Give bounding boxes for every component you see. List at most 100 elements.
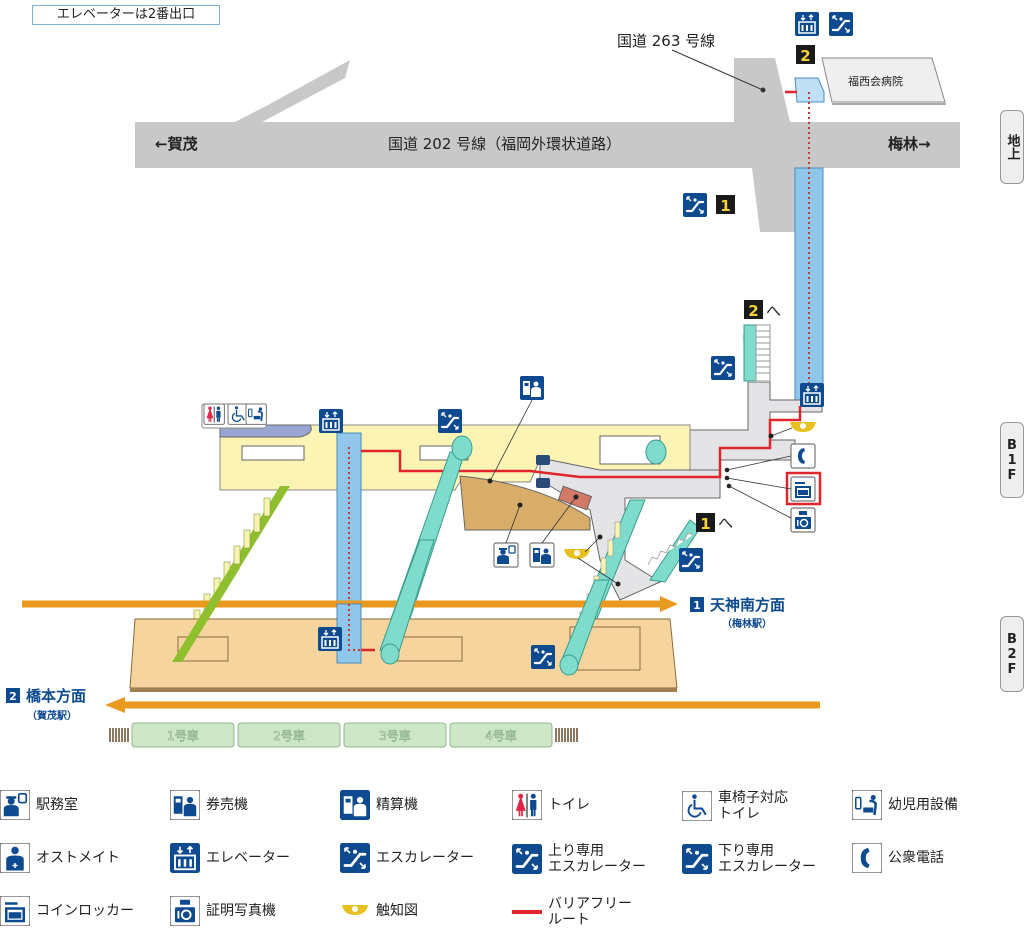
platform2-number: 2 [9, 690, 17, 703]
train-car-label: 1号車 [167, 729, 199, 743]
photo-booth-icon [170, 896, 200, 926]
road-263-south [752, 168, 795, 232]
floor-tab-ground[interactable]: 地上 [1000, 110, 1024, 184]
b1-escalator-icon[interactable] [436, 407, 464, 435]
road-263-leader [671, 49, 764, 91]
legend-item: 下り専用 エスカレーター [682, 843, 816, 875]
b1-exit1-escalator-icon[interactable] [677, 546, 705, 574]
hospital-label: 福西会病院 [848, 74, 903, 88]
floor-tab-b1[interactable]: B1F [1000, 422, 1024, 498]
exit2-badge[interactable]: 2 [796, 45, 815, 65]
ground-level: ←賀茂 国道 202 号線（福岡外環状道路） 梅林→ 国道 263 号線 福西会… [135, 10, 960, 232]
coin-locker-icon[interactable] [790, 476, 816, 502]
train-car-2: 2号車 [237, 722, 341, 748]
road-263-label: 国道 263 号線 [617, 32, 715, 50]
legend-label: 公衆電話 [888, 850, 944, 866]
train-car-label: 4号車 [485, 729, 517, 743]
side-road [235, 60, 350, 122]
elevator-exit-notice: エレベーターは2番出口 [32, 5, 220, 25]
fare-adjustment-machine-icon[interactable] [520, 376, 544, 400]
exit2-escalator [743, 324, 757, 382]
legend-item: 公衆電話 [852, 843, 944, 873]
legend-label: 精算機 [376, 797, 418, 813]
exit2-elevator-icon[interactable] [794, 11, 820, 37]
ticket-gate-1 [536, 455, 550, 465]
floor-tab-b2[interactable]: B2F [1000, 616, 1024, 692]
legend-label: 車椅子対応 トイレ [718, 790, 788, 822]
platform1-number: 1 [693, 599, 701, 612]
up-escalator-icon [512, 844, 542, 874]
station-office-icon [0, 790, 30, 820]
legend-item: エレベーター [170, 843, 290, 873]
b1-elevator-icon[interactable] [318, 408, 344, 434]
tactile-map-icon [342, 905, 368, 915]
escalator-icon [340, 843, 370, 873]
ostomate-icon [0, 843, 30, 873]
b2-platform-level [22, 596, 820, 713]
baby-care-icon [852, 790, 882, 820]
legend-item: コインロッカー [0, 896, 134, 926]
legend-item: オストメイト [0, 843, 120, 873]
road-202-label: 国道 202 号線（福岡外環状道路） [388, 135, 621, 153]
station-office-area [459, 475, 591, 531]
legend-item: 精算機 [340, 790, 418, 820]
public-phone-icon [852, 843, 882, 873]
exit1-to-badge: 1 [696, 513, 715, 533]
platform2-name: 橋本方面 [26, 687, 86, 705]
public-phone-icon[interactable] [790, 443, 816, 469]
toilet-icon [512, 790, 542, 820]
elevator-icon [170, 843, 200, 873]
b1-exit2-escalator-icon[interactable] [709, 354, 737, 382]
train-car-label: 2号車 [273, 729, 305, 743]
toilet-sign[interactable] [201, 403, 268, 429]
exit2-to-suffix: へ [766, 302, 781, 320]
wheelchair-icon [682, 791, 712, 821]
exit2-number: 2 [800, 47, 810, 65]
road-202 [135, 122, 960, 168]
exit1-stairs [647, 532, 694, 566]
train-car-3: 3号車 [343, 722, 447, 748]
exit1-badge[interactable]: 1 [716, 195, 735, 215]
exit2-to-number: 2 [748, 302, 758, 320]
barrier-free-route-b1 [361, 406, 802, 479]
legend-label: 駅務室 [36, 797, 78, 813]
ticket-machine-icon[interactable] [529, 542, 555, 568]
platform1-sub: （梅林駅） [722, 617, 772, 630]
legend-item: バリアフリー ルート [512, 896, 632, 928]
b2-escalator-icon[interactable] [529, 643, 557, 671]
b1-exit2-elevator-icon[interactable] [799, 382, 825, 408]
platform1-name: 天神南方面 [710, 596, 785, 614]
legend-label: 触知図 [376, 903, 418, 919]
down-escalator-icon [682, 844, 712, 874]
tactile-map-icon-east[interactable] [790, 422, 816, 432]
platform-opening-1 [177, 636, 229, 662]
legend-label: オストメイト [36, 850, 120, 866]
legend-item: 証明写真機 [170, 896, 276, 926]
legend-item: 券売機 [170, 790, 248, 820]
exit1-to-number: 1 [700, 515, 710, 533]
direction-meinohama: 梅林→ [888, 135, 931, 153]
floor-tab-ground-label: 地上 [1004, 134, 1020, 160]
b2-elevator-icon[interactable] [317, 626, 343, 652]
legend-label: 証明写真機 [206, 903, 276, 919]
station-office-icon[interactable] [493, 542, 519, 568]
exit2-elevator-shaft [794, 77, 825, 103]
train-car-1: 1号車 [131, 722, 235, 748]
train-car-label: 3号車 [379, 729, 411, 743]
exit1-escalator-icon[interactable] [681, 191, 709, 219]
barrier-free-route-icon [512, 910, 542, 914]
train: 1号車 2号車 3号車 4号車 [109, 722, 578, 748]
ticket-machine-icon [170, 790, 200, 820]
exit1-to-suffix: へ [718, 514, 733, 532]
exit2-to-badge: 2 [744, 300, 763, 320]
legend-label: トイレ [548, 797, 590, 813]
direction-tenjin-minami: 1 天神南方面 （梅林駅） [690, 596, 785, 630]
legend-item: 車椅子対応 トイレ [682, 790, 788, 822]
direction-kamo: ←賀茂 [155, 135, 198, 153]
fare-adjustment-icon [340, 790, 370, 820]
legend-item: トイレ [512, 790, 590, 820]
coin-locker-icon [0, 896, 30, 926]
photo-booth-icon[interactable] [790, 507, 816, 533]
exit2-escalator-icon[interactable] [827, 10, 855, 38]
